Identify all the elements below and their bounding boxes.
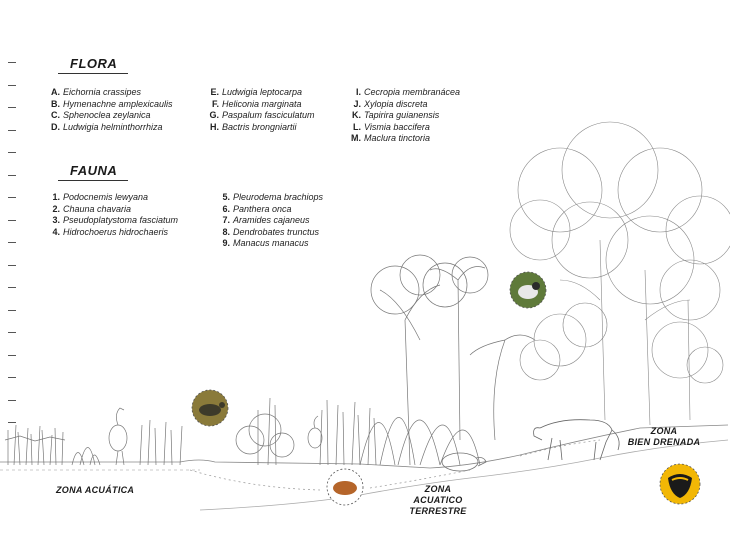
left-tick-ruler: [8, 0, 18, 548]
zone-aquatic-terrestrial-label: ZONA ACUATICO TERRESTRE: [388, 484, 488, 517]
turtle-photo-circle: [191, 389, 229, 427]
fauna-item: 8.Dendrobates trunctus: [222, 226, 320, 237]
zone-aquatic-label: ZONA ACUÁTICA: [56, 485, 135, 495]
fauna-item: 1.Podocnemis lewyana: [52, 192, 149, 202]
flora-item: I.Cecropia membranácea: [355, 87, 461, 97]
ruler-tick: [8, 174, 16, 176]
fauna-item: 5.Pleurodema brachiops: [222, 192, 324, 202]
forest-vegetation: [509, 121, 730, 426]
ruler-tick: [8, 129, 16, 131]
flora-item: C.Sphenoclea zeylanica: [51, 110, 151, 121]
flora-item: B.Hymenachne amplexicaulis: [51, 98, 173, 109]
toad-photo-circle: [326, 468, 364, 506]
zone-well-drained-line-2: BIEN DRENADA: [627, 437, 701, 447]
ground-lines: [0, 424, 729, 511]
aquatic-vegetation: [4, 407, 183, 466]
fauna-item: 7.Aramides cajaneus: [222, 215, 310, 226]
flora-item: F.Heliconia marginata: [211, 98, 302, 109]
ruler-tick: [8, 377, 16, 378]
aquatic-terrestrial-vegetation: [235, 254, 536, 466]
ruler-tick: [8, 197, 16, 198]
ruler-tick: [8, 399, 16, 401]
zone-well-drained-line-1: ZONA: [650, 426, 678, 436]
flora-item: G.Paspalum fasciculatum: [209, 110, 315, 121]
flora-list-col-3: I.Cecropia membranácea J.Xylopia discret…: [347, 87, 460, 145]
ruler-tick: [8, 287, 16, 288]
ruler-tick: [8, 309, 16, 311]
flora-item: L.Vismia baccifera: [353, 121, 430, 132]
fauna-heading-rule: [58, 180, 128, 181]
flora-item: M.Maclura tinctoria: [351, 133, 431, 144]
flora-item: E.Ludwigia leptocarpa: [210, 87, 303, 97]
ruler-tick: [8, 84, 16, 86]
zone-aquatic-terrestrial-line-2: ACUATICO TERRESTRE: [409, 495, 467, 516]
fauna-item: 4.Hidrochoerus hidrochaeris: [52, 226, 169, 237]
ruler-tick: [8, 107, 16, 108]
poison-frog-photo-circle: [659, 463, 701, 505]
ruler-tick: [8, 422, 16, 423]
zone-aquatic-terrestrial-line-1: ZONA: [424, 484, 452, 494]
jaguar-sketch: [533, 419, 620, 461]
fauna-heading: FAUNA: [70, 163, 118, 178]
flora-list-col-2: E.Ludwigia leptocarpa F.Heliconia margin…: [205, 87, 315, 133]
ruler-tick: [8, 152, 16, 153]
ruler-tick: [8, 332, 16, 333]
fauna-item: 3.Pseudoplatystoma fasciatum: [52, 215, 179, 226]
ruler-tick: [8, 354, 16, 356]
flora-item: J.Xylopia discreta: [353, 98, 428, 109]
fauna-item: 2.Chauna chavaria: [52, 203, 132, 214]
capybara-sketch: [441, 452, 487, 472]
flora-item: D.Ludwigia helminthorrhiza: [51, 121, 163, 132]
ruler-tick: [8, 242, 16, 243]
fauna-list-col-1: 1.Podocnemis lewyana 2.Chauna chavaria 3…: [46, 192, 178, 238]
bird-photo-circle: [509, 271, 547, 309]
zone-well-drained-label: ZONA BIEN DRENADA: [624, 426, 704, 448]
ruler-tick: [8, 62, 16, 63]
flora-item: A.Eichornia crassipes: [51, 87, 142, 97]
route-dashes: [189, 439, 601, 491]
ruler-tick: [8, 264, 16, 266]
flora-item: K.Tapirira guianensis: [352, 110, 440, 121]
fauna-item: 9.Manacus manacus: [222, 238, 309, 249]
flora-item: H.Bactris brongniartii: [210, 121, 297, 132]
fauna-item: 6.Panthera onca: [222, 203, 292, 214]
flora-list-col-1: A.Eichornia crassipes B.Hymenachne ample…: [46, 87, 173, 133]
ruler-tick: [8, 219, 16, 221]
flora-heading-rule: [58, 73, 128, 74]
fauna-list-col-2: 5.Pleurodema brachiops 6.Panthera onca 7…: [216, 192, 323, 250]
flora-heading: FLORA: [70, 56, 118, 71]
